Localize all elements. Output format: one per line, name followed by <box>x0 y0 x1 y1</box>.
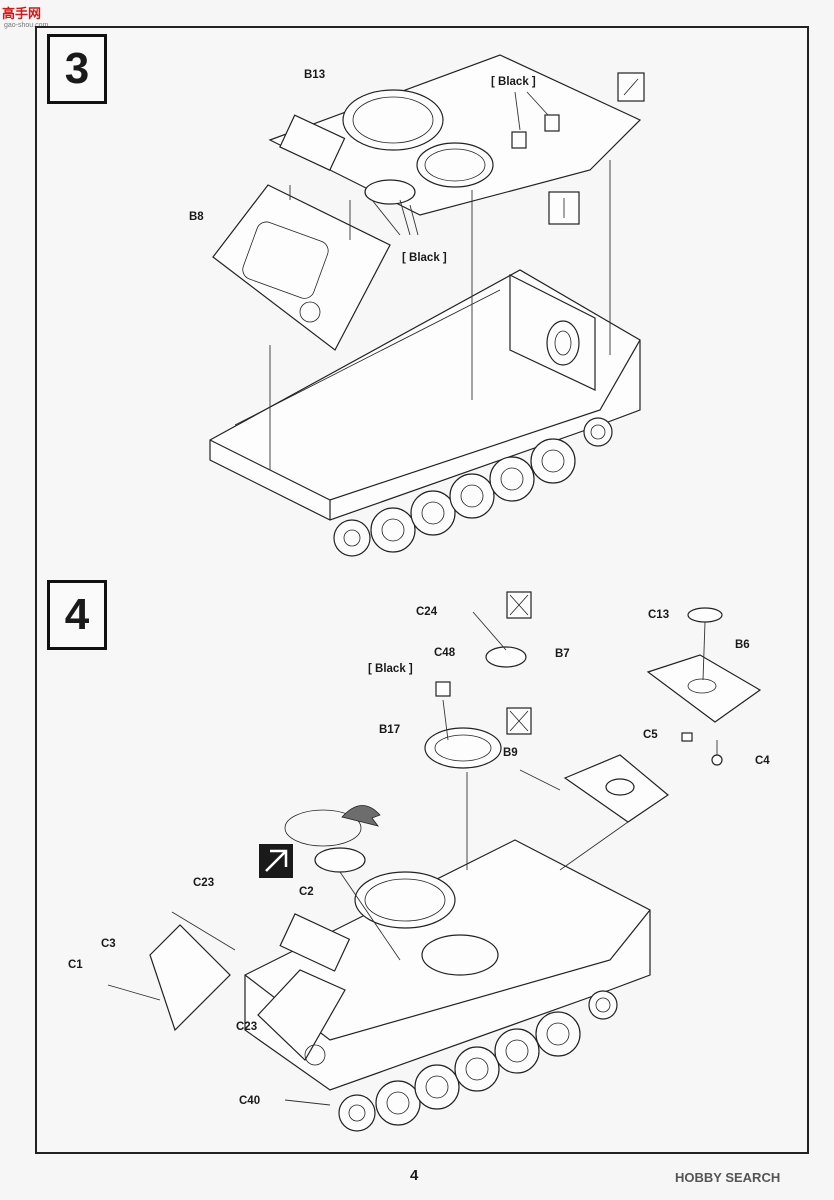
watermark: HOBBY SEARCH <box>675 1170 781 1185</box>
label-black-step3-mid: [ Black ] <box>402 252 447 264</box>
step-4-hull <box>244 839 651 1091</box>
label-c3: C3 <box>101 938 116 950</box>
page-number: 4 <box>410 1167 419 1184</box>
site-url: gao-shou.com <box>4 22 49 29</box>
label-c23-bottom: C23 <box>236 1021 258 1033</box>
label-black-step4: [ Black ] <box>368 663 413 675</box>
site-logo: 高手网 <box>2 6 42 21</box>
label-b7: B7 <box>555 648 570 660</box>
label-c13: C13 <box>648 609 670 621</box>
step-3-detail-insets <box>548 72 645 225</box>
label-c2: C2 <box>299 886 314 898</box>
step-3-guide-lines <box>269 91 611 470</box>
label-b13: B13 <box>304 69 326 81</box>
label-c4: C4 <box>755 755 770 767</box>
step-4-road-wheels <box>338 990 618 1132</box>
step-4-icons <box>259 591 532 878</box>
step-3-roof-plate <box>268 54 642 216</box>
label-c5: C5 <box>643 729 658 741</box>
label-black-step3-top: [ Black ] <box>491 76 536 88</box>
step-3-hull <box>209 269 641 521</box>
label-c23-top: C23 <box>193 877 215 889</box>
step-4-parts <box>107 607 762 1032</box>
label-b8: B8 <box>189 211 204 223</box>
label-b9: B9 <box>503 747 518 759</box>
label-b17: B17 <box>379 724 401 736</box>
step-3-road-wheels <box>333 417 613 557</box>
label-c1: C1 <box>68 959 83 971</box>
label-c48: C48 <box>434 647 456 659</box>
step-3-rear-door-b8 <box>212 184 391 351</box>
label-b6: B6 <box>735 639 750 651</box>
step-4-number: 4 <box>47 580 107 650</box>
step-3-number: 3 <box>47 34 107 104</box>
label-c40: C40 <box>239 1095 261 1107</box>
step-4-guide-lines <box>171 611 718 1106</box>
label-c24: C24 <box>416 606 438 618</box>
